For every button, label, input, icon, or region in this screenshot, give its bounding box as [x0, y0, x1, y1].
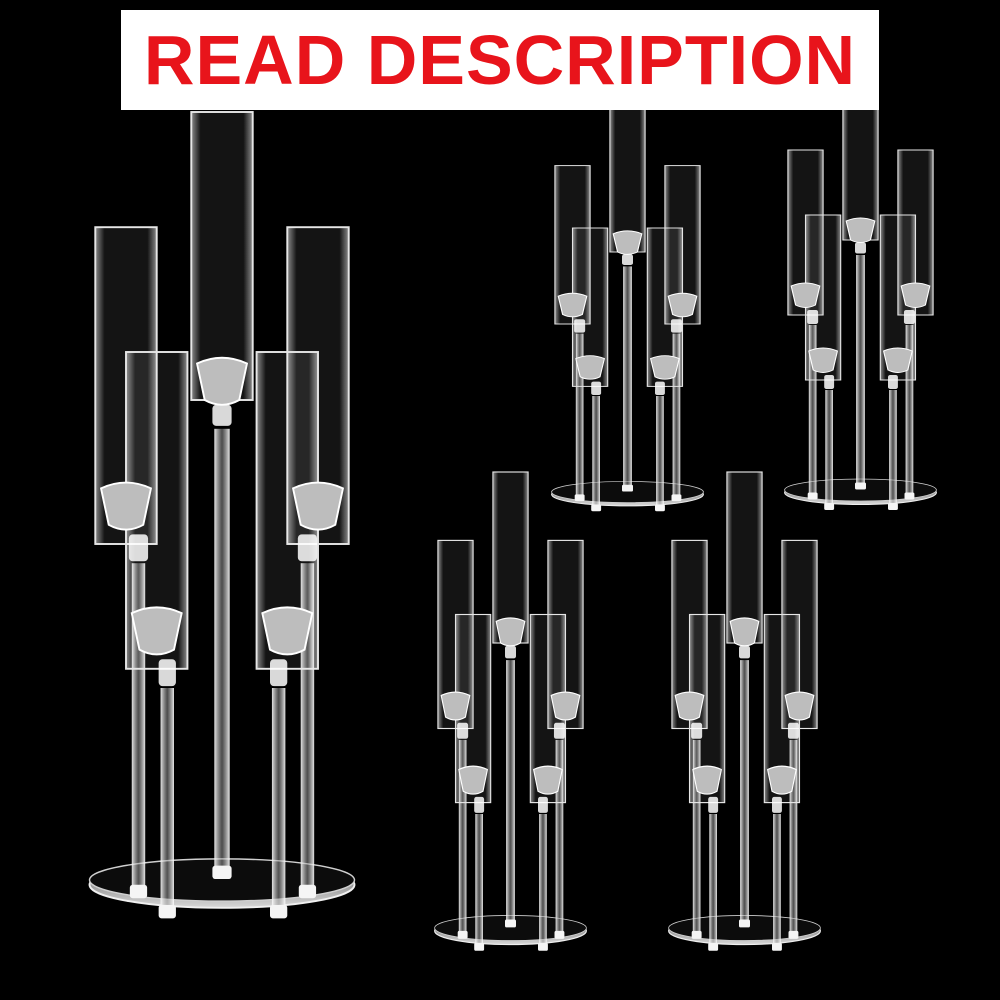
candelabra-top-center [551, 107, 704, 512]
candelabra-large [88, 111, 356, 920]
banner-text: READ DESCRIPTION [143, 21, 857, 99]
candelabra-top-right [784, 89, 937, 511]
candelabra-bottom-center [434, 471, 587, 952]
candelabra-bottom-right [668, 471, 821, 952]
notice-banner: READ DESCRIPTION [121, 10, 879, 110]
